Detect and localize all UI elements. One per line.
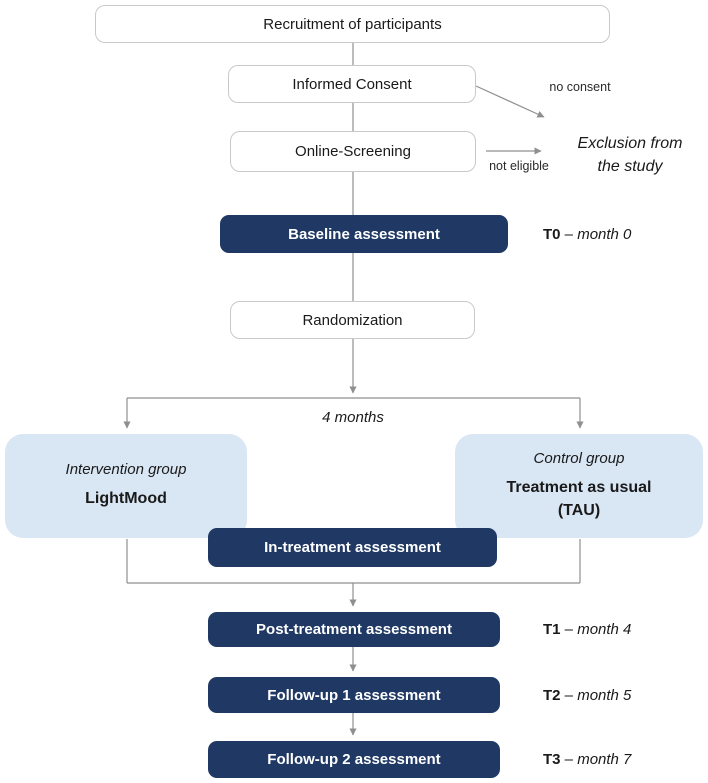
timepoint-t3-label: T3 – month 7 — [543, 741, 631, 778]
timepoint-t1-label: T1 – month 4 — [543, 612, 631, 647]
intervention-group-name: LightMood — [85, 490, 167, 508]
online-screening-box: Online-Screening — [230, 131, 476, 172]
in-treatment-assessment-box: In-treatment assessment — [208, 528, 497, 567]
control-group-title: Control group — [533, 449, 625, 467]
randomization-box: Randomization — [230, 301, 475, 339]
timepoint-t3-dash: – — [560, 751, 578, 768]
control-group-name: Treatment as usual (TAU) — [506, 478, 652, 519]
follow-up-1-assessment-box: Follow-up 1 assessment — [208, 677, 500, 713]
timepoint-t3-month: month 7 — [577, 751, 632, 768]
post-treatment-assessment-box: Post-treatment assessment — [208, 612, 500, 647]
timepoint-t0-dash: – — [560, 225, 578, 243]
timepoint-t1-code: T1 — [543, 621, 561, 638]
intervention-group-title: Intervention group — [65, 461, 187, 479]
recruitment-box: Recruitment of participants — [95, 5, 610, 43]
timepoint-t1-month: month 4 — [577, 621, 632, 638]
timepoint-t3-code: T3 — [543, 751, 561, 768]
timepoint-t2-code: T2 — [543, 686, 561, 704]
baseline-assessment-box: Baseline assessment — [220, 215, 508, 253]
timepoint-t2-month: month 5 — [577, 686, 632, 704]
not-eligible-note: not eligible — [489, 159, 549, 173]
exclusion-label: Exclusion from the study — [577, 135, 683, 176]
timepoint-t2-dash: – — [560, 686, 578, 704]
timepoint-t0-label: T0 – month 0 — [543, 215, 631, 253]
timepoint-t0-month: month 0 — [577, 225, 632, 243]
follow-up-2-assessment-box: Follow-up 2 assessment — [208, 741, 500, 778]
timepoint-t1-dash: – — [560, 621, 578, 638]
control-group-box: Control group Treatment as usual (TAU) — [455, 434, 703, 538]
duration-label: 4 months — [322, 409, 384, 426]
no-consent-note: no consent — [549, 80, 611, 94]
timepoint-t2-label: T2 – month 5 — [543, 677, 631, 713]
intervention-group-box: Intervention group LightMood — [5, 434, 247, 538]
timepoint-t0-code: T0 — [543, 225, 561, 243]
informed-consent-box: Informed Consent — [228, 65, 476, 103]
